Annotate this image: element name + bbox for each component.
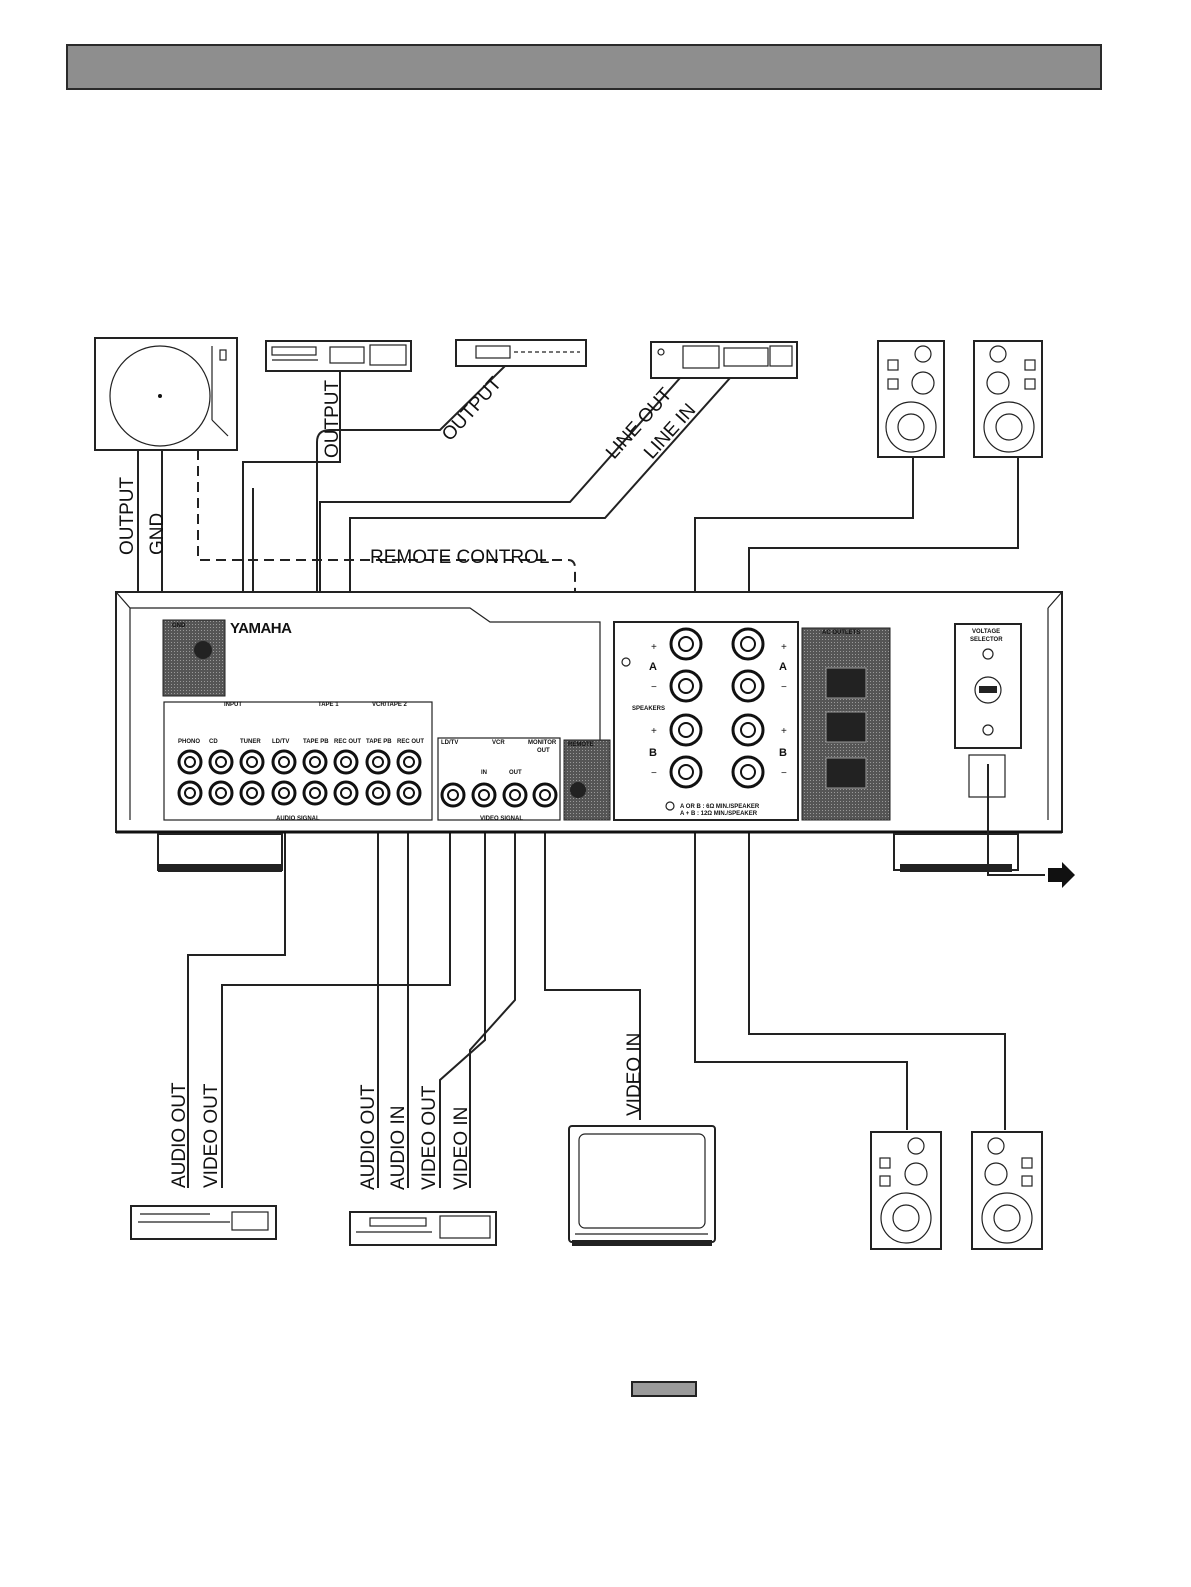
audio-signal-label: AUDIO SIGNAL xyxy=(276,816,320,822)
video-group-vcr: VCR xyxy=(492,740,505,746)
label-ld-audio-out: AUDIO OUT xyxy=(169,1082,190,1188)
video-jack-in-label: IN xyxy=(481,770,487,776)
receiver-rear-panel: GND YAMAHA INPUT TAPE 1 VCR/TAPE 2 PHONO… xyxy=(115,591,1075,888)
audio-jack-label: REC OUT xyxy=(397,739,424,745)
speaker-icon-bottom-right xyxy=(971,1131,1043,1250)
rca-jack[interactable] xyxy=(239,780,265,806)
polarity-plus-a-left: + xyxy=(651,642,657,653)
label-vcr-video-in: VIDEO IN xyxy=(451,1107,472,1190)
label-turntable-gnd: GND xyxy=(147,513,168,555)
audio-jack-label: TAPE PB xyxy=(366,739,392,745)
rca-jack[interactable] xyxy=(239,749,265,775)
label-cd-output: OUTPUT xyxy=(322,380,343,459)
gnd-terminal-label: GND xyxy=(172,623,186,629)
polarity-plus-a-right: + xyxy=(781,642,787,653)
label-vcr-audio-in: AUDIO IN xyxy=(388,1106,409,1190)
label-vcr-audio-out: AUDIO OUT xyxy=(358,1084,379,1190)
speaker-icon-top-right xyxy=(973,340,1043,458)
rca-jack[interactable] xyxy=(396,780,422,806)
video-signal-label: VIDEO SIGNAL xyxy=(480,816,523,822)
polarity-minus-a-right: − xyxy=(781,682,787,693)
rca-jack[interactable] xyxy=(271,780,297,806)
rca-jack[interactable] xyxy=(177,749,203,775)
speaker-terminal[interactable] xyxy=(669,669,703,703)
label-vcr-video-out: VIDEO OUT xyxy=(419,1085,440,1190)
audio-jack-label: CD xyxy=(209,739,218,745)
rca-jack[interactable] xyxy=(208,749,234,775)
rca-jack[interactable] xyxy=(302,780,328,806)
speaker-terminal[interactable] xyxy=(669,755,703,789)
speaker-terminal[interactable] xyxy=(669,627,703,661)
speaker-b-label-right: B xyxy=(779,747,787,759)
label-tv-video-in: VIDEO IN xyxy=(624,1033,645,1116)
label-tuner-output: OUTPUT xyxy=(438,373,506,445)
voltage-selector-label-1: VOLTAGE xyxy=(972,629,1000,635)
audio-jack-label: TUNER xyxy=(240,739,261,745)
speaker-icon-top-left xyxy=(877,340,945,458)
rca-jack[interactable] xyxy=(396,749,422,775)
ac-outlets-label: AC OUTLETS xyxy=(822,630,860,636)
speaker-terminal[interactable] xyxy=(731,755,765,789)
turntable-icon xyxy=(94,337,238,451)
label-ld-video-out: VIDEO OUT xyxy=(201,1083,222,1188)
group-label-input: INPUT xyxy=(224,702,242,708)
speaker-icon-bottom-left xyxy=(870,1131,942,1250)
speaker-terminal[interactable] xyxy=(731,669,765,703)
rca-jack[interactable] xyxy=(177,780,203,806)
speaker-a-label-right: A xyxy=(779,661,787,673)
speaker-a-label-left: A xyxy=(649,661,657,673)
speaker-terminal[interactable] xyxy=(731,713,765,747)
polarity-minus-a-left: − xyxy=(651,682,657,693)
rca-jack[interactable] xyxy=(302,749,328,775)
tv-monitor-icon xyxy=(568,1125,716,1246)
ld-player-icon xyxy=(130,1205,277,1240)
audio-jack-label: TAPE PB xyxy=(303,739,329,745)
remote-jack-label: REMOTE xyxy=(568,742,594,748)
audio-jack-label: LD/TV xyxy=(272,739,289,745)
tuner-icon xyxy=(455,339,587,367)
cd-player-icon xyxy=(265,340,412,372)
video-rca-jack[interactable] xyxy=(502,782,528,808)
label-remote-control: REMOTE CONTROL xyxy=(370,547,549,568)
rca-jack[interactable] xyxy=(365,749,391,775)
video-group-monitor-out: OUT xyxy=(537,748,550,754)
brand-logo: YAMAHA xyxy=(230,620,292,637)
video-group-ldtv: LD/TV xyxy=(441,740,458,746)
group-label-tape1: TAPE 1 xyxy=(318,702,339,708)
voltage-selector-label-2: SELECTOR xyxy=(970,637,1003,643)
speaker-terminal[interactable] xyxy=(731,627,765,661)
speaker-terminal[interactable] xyxy=(669,713,703,747)
video-rca-jack[interactable] xyxy=(440,782,466,808)
polarity-plus-b-left: + xyxy=(651,726,657,737)
label-turntable-output: OUTPUT xyxy=(117,477,138,556)
rca-jack[interactable] xyxy=(365,780,391,806)
polarity-plus-b-right: + xyxy=(781,726,787,737)
page-tab-marker xyxy=(631,1381,697,1397)
vcr-icon xyxy=(349,1211,497,1246)
rca-jack[interactable] xyxy=(333,780,359,806)
impedance-note-1: A OR B : 6Ω MIN./SPEAKER xyxy=(680,804,760,810)
cassette-deck-icon xyxy=(650,341,798,379)
video-group-monitor: MONITOR xyxy=(528,740,557,746)
rca-jack[interactable] xyxy=(208,780,234,806)
video-rca-jack[interactable] xyxy=(532,782,558,808)
impedance-note-2: A + B : 12Ω MIN./SPEAKER xyxy=(680,811,758,817)
polarity-minus-b-right: − xyxy=(781,768,787,779)
rca-jack[interactable] xyxy=(333,749,359,775)
group-label-vcr-tape2: VCR/TAPE 2 xyxy=(372,702,408,708)
video-rca-jack[interactable] xyxy=(471,782,497,808)
audio-jack-label: REC OUT xyxy=(334,739,361,745)
section-header-bar xyxy=(66,44,1102,90)
speakers-label: SPEAKERS xyxy=(632,706,665,712)
speaker-b-label-left: B xyxy=(649,747,657,759)
polarity-minus-b-left: − xyxy=(651,768,657,779)
video-jack-out-label: OUT xyxy=(509,770,522,776)
rca-jack[interactable] xyxy=(271,749,297,775)
audio-jack-label: PHONO xyxy=(178,739,200,745)
